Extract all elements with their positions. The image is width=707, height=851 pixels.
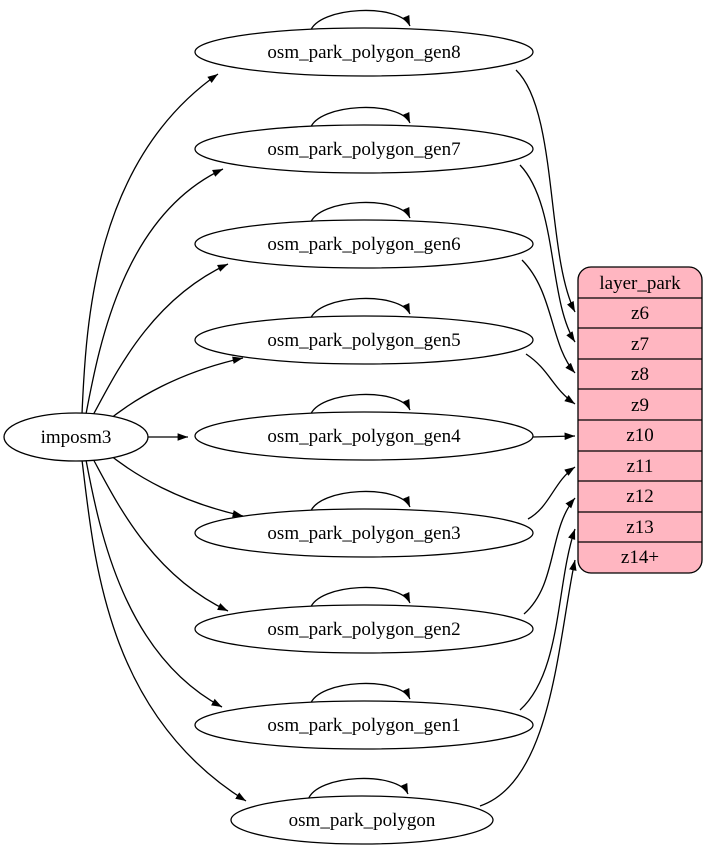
self-loop-gen7: [309, 106, 411, 130]
node-imposm3: imposm3: [3, 412, 149, 462]
node-gen4-shape: [194, 411, 534, 461]
layer-park-row-z8: z8: [631, 364, 649, 385]
self-loop-gen5: [309, 297, 411, 321]
self-loop-gen3: [309, 490, 411, 514]
layer-park-row-z7: z7: [631, 334, 649, 355]
layer-park-row-z10: z10: [626, 425, 653, 446]
node-gen8-shape: [194, 27, 534, 77]
edge-imposm3-to-gen7: [85, 168, 224, 415]
node-gen1-shape: [194, 700, 534, 750]
node-osm-park-polygon-gen8: osm_park_polygon_gen8: [194, 27, 534, 77]
node-osm-park-polygon-gen4: osm_park_polygon_gen4: [194, 411, 534, 461]
node-gen7-label: osm_park_polygon_gen7: [267, 139, 460, 160]
node-osm-park-polygon-gen6: osm_park_polygon_gen6: [194, 219, 534, 269]
node-osm-park-polygon-gen5: osm_park_polygon_gen5: [194, 315, 534, 365]
node-gen6-label: osm_park_polygon_gen6: [267, 234, 460, 255]
self-loop-polygon: [307, 777, 409, 801]
edge-imposm3-to-gen1: [85, 459, 223, 708]
edge-gen4-to-z10: [532, 432, 576, 440]
nodes: imposm3 osm_park_polygon_gen8 osm_park_p…: [3, 27, 703, 845]
layer-park-row-z11: z11: [627, 456, 654, 477]
node-imposm3-shape: [3, 412, 149, 462]
node-osm-park-polygon: osm_park_polygon: [230, 795, 494, 845]
layer-park-title: layer_park: [599, 273, 681, 294]
node-imposm3-label: imposm3: [41, 427, 112, 448]
layer-park-row-z6: z6: [631, 303, 649, 324]
node-gen1-label: osm_park_polygon_gen1: [267, 715, 460, 736]
edge-gen3-to-z11: [527, 466, 576, 520]
node-gen3-label: osm_park_polygon_gen3: [267, 523, 460, 544]
self-loop-gen6: [309, 201, 411, 225]
node-gen4-label: osm_park_polygon_gen4: [267, 426, 461, 447]
edge-imposm3-to-gen3: [104, 450, 244, 518]
node-osm-park-polygon-gen2: osm_park_polygon_gen2: [194, 604, 534, 654]
node-osm-park-polygon-gen7: osm_park_polygon_gen7: [194, 124, 534, 174]
edge-imposm3-to-gen8: [81, 73, 219, 415]
edge-imposm3-to-gen5: [104, 356, 244, 424]
layer-park-row-z13: z13: [626, 517, 653, 538]
edge-gen6-to-z8: [521, 259, 576, 374]
edge-gen7-to-z7: [519, 164, 576, 343]
node-osm-park-polygon-gen1: osm_park_polygon_gen1: [194, 700, 534, 750]
edge-imposm3-to-gen6: [91, 263, 229, 418]
node-polygon-shape: [230, 795, 494, 845]
node-gen2-shape: [194, 604, 534, 654]
edge-gen1-to-z13: [519, 528, 576, 711]
edges: [81, 9, 577, 807]
self-loop-gen8: [309, 9, 411, 33]
node-gen6-shape: [194, 219, 534, 269]
self-loop-gen4: [309, 393, 411, 417]
node-osm-park-polygon-gen3: osm_park_polygon_gen3: [194, 508, 534, 558]
node-gen7-shape: [194, 124, 534, 174]
edge-polygon-to-z14plus: [479, 559, 577, 807]
edge-gen5-to-z9: [525, 353, 576, 405]
node-polygon-label: osm_park_polygon: [289, 810, 436, 831]
node-layer-park: layer_park z6 z7 z8 z9 z10 z11 z12 z13 z…: [577, 266, 703, 574]
node-gen5-shape: [194, 315, 534, 365]
node-gen3-shape: [194, 508, 534, 558]
edge-gen8-to-z6: [515, 69, 576, 313]
self-loop-gen1: [309, 682, 411, 706]
node-gen5-label: osm_park_polygon_gen5: [267, 330, 460, 351]
edge-imposm3-to-polygon: [81, 459, 247, 802]
layer-park-row-z9: z9: [631, 395, 649, 416]
self-loop-gen2: [309, 586, 411, 610]
layer-park-row-z14plus: z14+: [621, 547, 659, 568]
node-gen8-label: osm_park_polygon_gen8: [267, 42, 460, 63]
node-gen2-label: osm_park_polygon_gen2: [267, 619, 460, 640]
edge-gen2-to-z12: [523, 497, 576, 615]
layer-park-row-z12: z12: [626, 486, 653, 507]
edge-imposm3-to-gen2: [91, 456, 229, 612]
